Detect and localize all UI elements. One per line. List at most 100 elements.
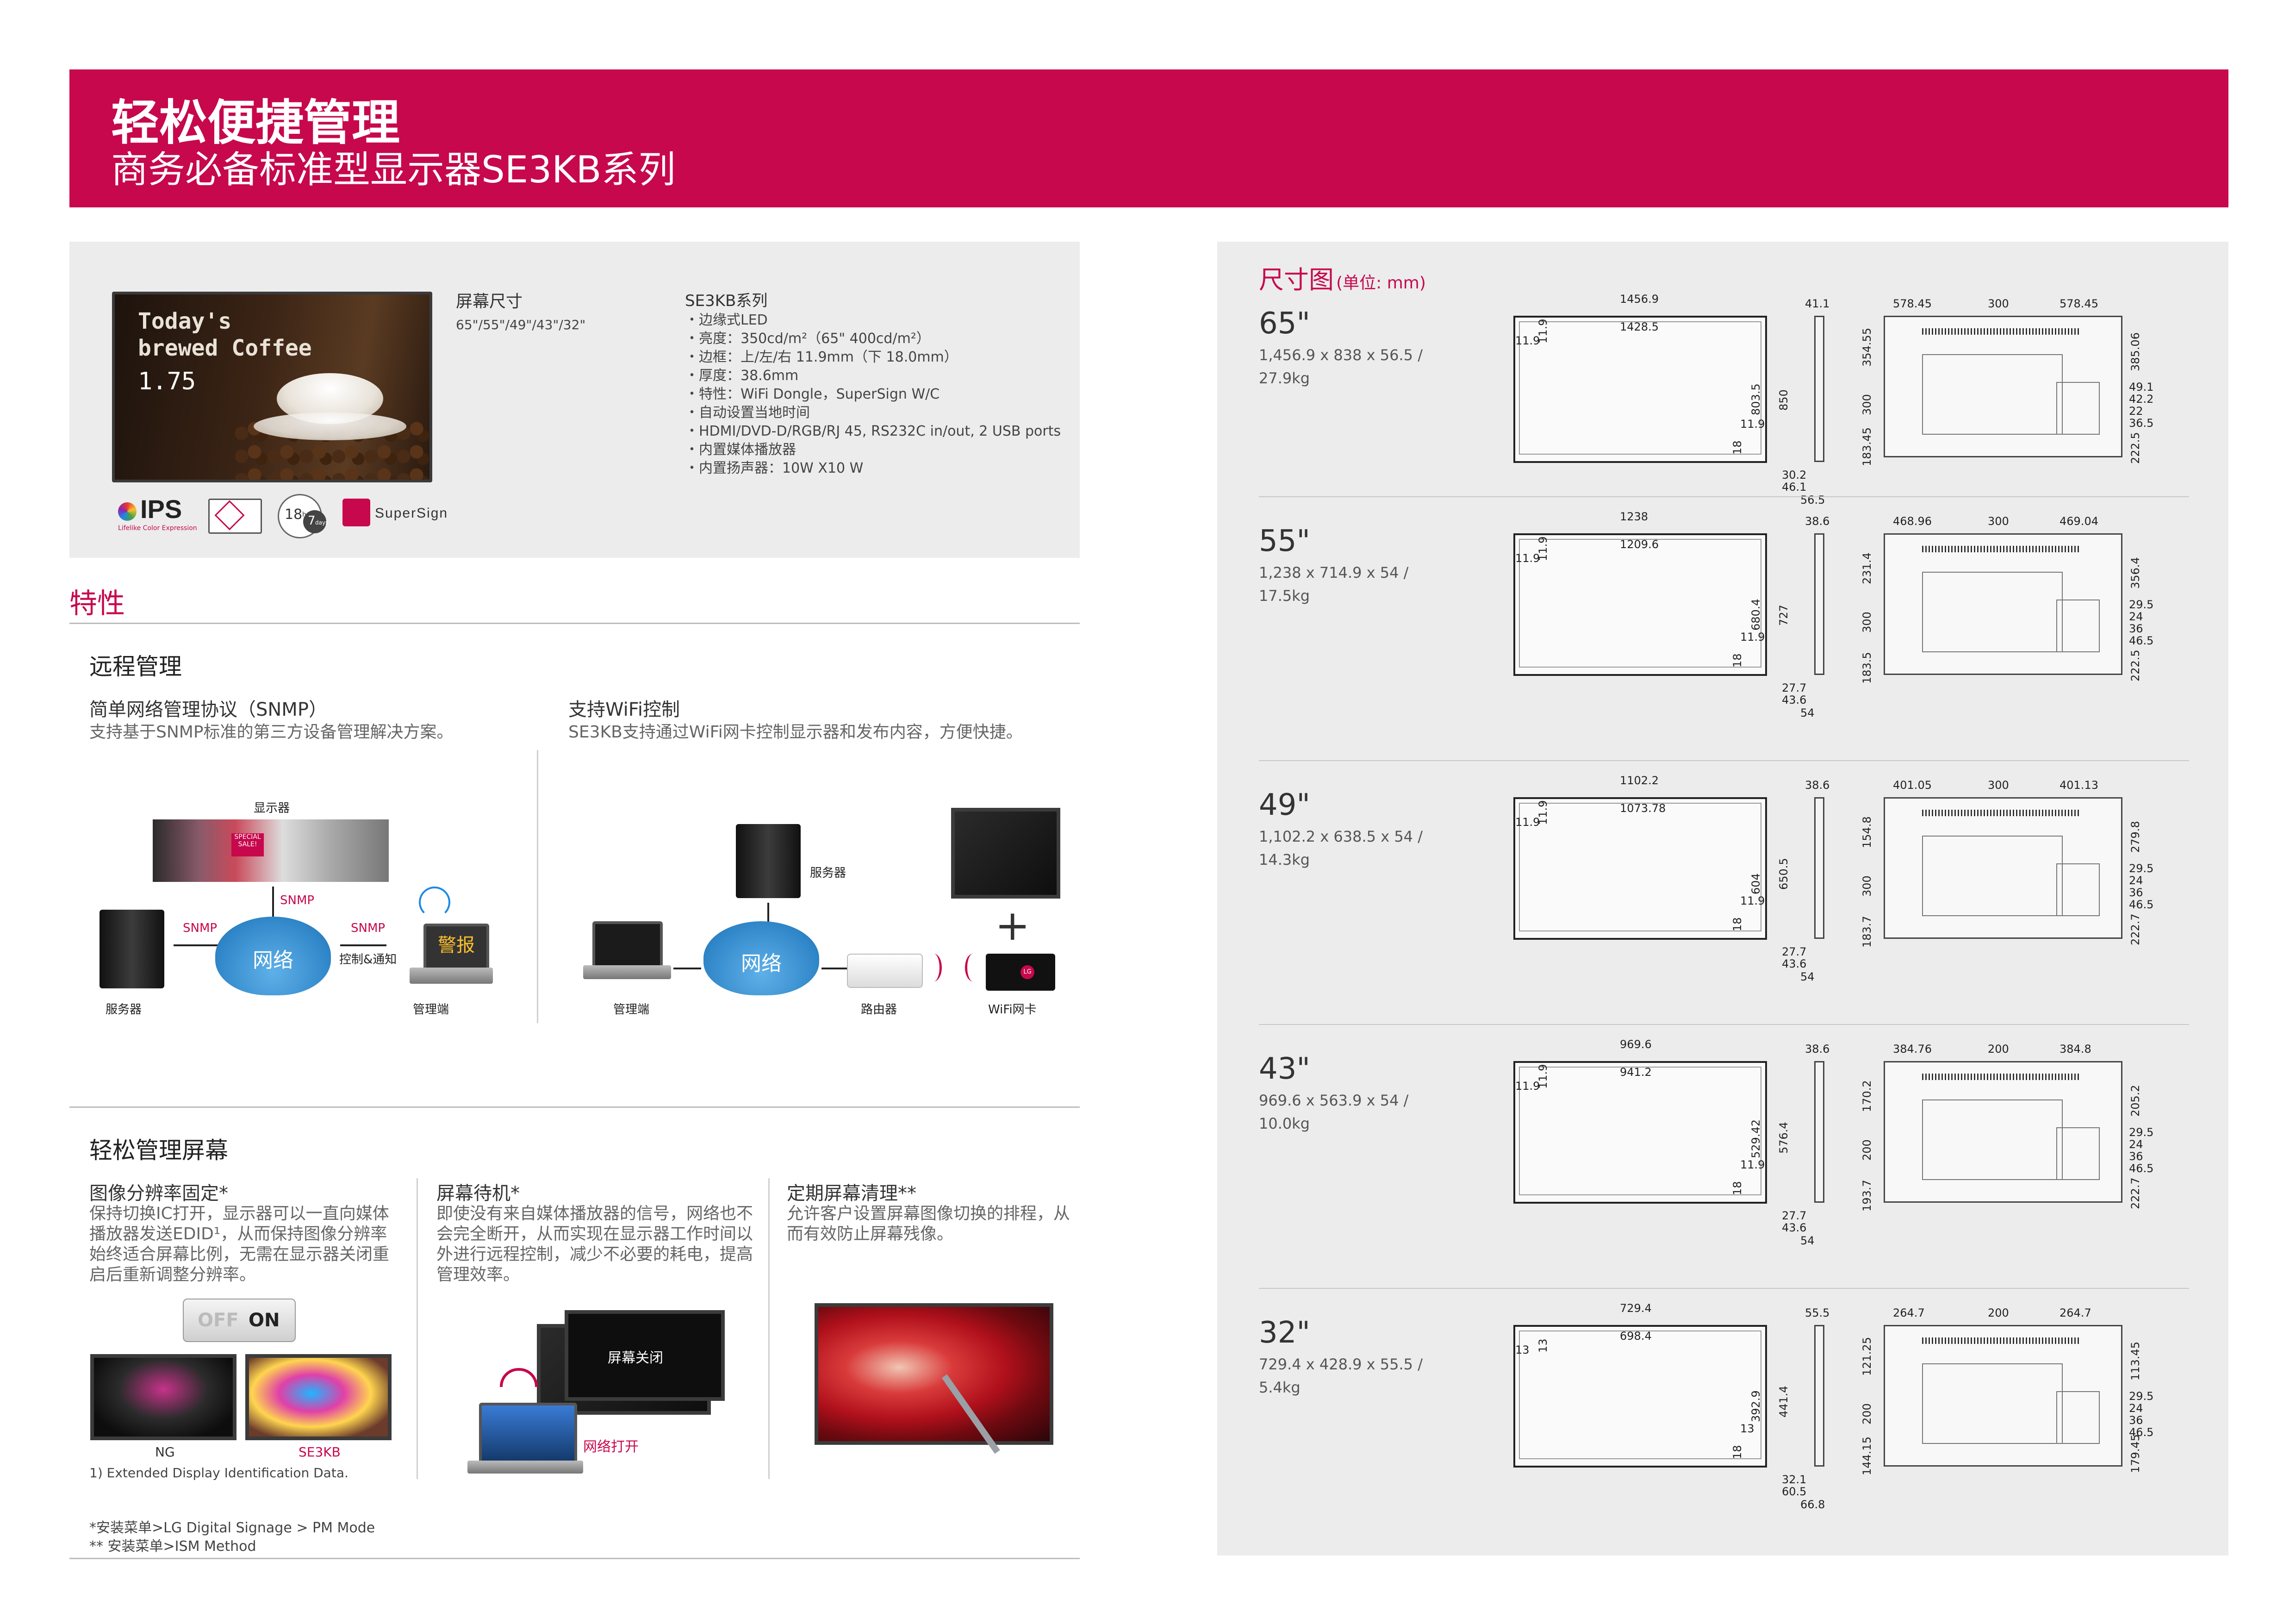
back-offset-5: 222.5 [2129, 432, 2142, 464]
size-weight: 17.5kg [1259, 587, 1310, 605]
front-view-drawing [1513, 316, 1767, 463]
side-depth-1: 27.7 [1782, 1209, 1807, 1222]
front-outer-height: 576.4 [1777, 1122, 1790, 1154]
model-row: 32" 729.4 x 428.9 x 55.5 / 5.4kg 729.4 6… [1217, 1297, 2228, 1556]
screen-clean-display-image [815, 1303, 1053, 1445]
lg-logo: LG [1020, 965, 1034, 979]
product-panel: Today's brewed Coffee 1.75 屏幕尺寸 65"/55"/… [69, 242, 1080, 558]
bezel-top: 11.9 [1537, 536, 1549, 561]
feature-item: ・内置媒体播放器 [685, 442, 796, 458]
screen-management-title: 轻松管理屏幕 [89, 1137, 228, 1164]
server-label: 服务器 [106, 1003, 142, 1017]
back-offset-1: 29.5 [2129, 1126, 2154, 1139]
wifi-signal-icon [500, 1368, 538, 1387]
back-height-right: 385.06 [2129, 332, 2142, 371]
network-cloud-icon: 网络 [703, 921, 819, 995]
back-vent-strip [1922, 546, 2079, 552]
display-monitor-icon [951, 808, 1060, 899]
size-spec: 969.6 x 563.9 x 54 / [1259, 1092, 1409, 1109]
display-wall-image: SPECIAL SALE! [153, 819, 389, 882]
back-height-mid: 300 [1860, 612, 1873, 633]
switch-toggle-icon: OFF ON [183, 1299, 296, 1342]
back-offset-4: 46.5 [2129, 898, 2154, 911]
bezel-top: 11.9 [1537, 800, 1549, 825]
side-view-drawing [1814, 316, 1824, 462]
up-down-arrow-icon [272, 887, 274, 924]
alert-text: 警报 [438, 935, 475, 956]
size-label: 49" [1259, 788, 1310, 822]
front-inner-height: 604 [1749, 873, 1762, 894]
column-divider [537, 750, 538, 1023]
column-divider [417, 1178, 418, 1479]
back-offset-5: 179.45 [2129, 1434, 2142, 1473]
io-panel-box [2056, 382, 2100, 435]
admin-laptop-screen: 警报 [423, 924, 489, 971]
back-offset-2: 24 [2129, 1138, 2143, 1151]
side-top-depth: 55.5 [1805, 1306, 1830, 1319]
snmp-label-right: SNMP [351, 921, 386, 935]
screen-size-label: 屏幕尺寸 [456, 292, 523, 311]
header-banner: 轻松便捷管理 商务必备标准型显示器SE3KB系列 [69, 69, 2228, 207]
back-height-bottom: 183.45 [1860, 427, 1873, 466]
switch-off-label: OFF [198, 1310, 239, 1331]
screen-sizes: 65"/55"/49"/43"/32" [456, 317, 586, 332]
screen-off-label: 屏幕关闭 [608, 1350, 663, 1366]
tv-text-line1: Today's [138, 308, 232, 334]
size-label: 55" [1259, 524, 1310, 558]
side-depth-3: 54 [1800, 1234, 1815, 1247]
front-width: 729.4 [1620, 1302, 1652, 1315]
feature-item: ・边框：上/左/右 11.9mm（下 18.0mm） [685, 349, 958, 365]
bezel-top: 13 [1537, 1338, 1549, 1353]
front-inner-height: 529.42 [1749, 1119, 1762, 1158]
back-height-mid: 200 [1860, 1403, 1873, 1424]
model-row: 49" 1,102.2 x 638.5 x 54 / 14.3kg 1102.2… [1217, 769, 2228, 1029]
feature-item: ・自动设置当地时间 [685, 405, 810, 421]
size-label: 65" [1259, 306, 1310, 341]
back-view-drawing [1884, 316, 2122, 457]
back-height-right: 279.8 [2129, 821, 2142, 853]
back-offset-4: 36.5 [2129, 417, 2154, 430]
wifi-description: SE3KB支持通过WiFi网卡控制显示器和发布内容，方便快捷。 [568, 723, 1023, 742]
back-offset-1: 29.5 [2129, 1390, 2154, 1403]
column-divider [768, 1178, 770, 1479]
vesa-mount-box [1922, 354, 2063, 435]
ips-text: IPS [140, 494, 182, 524]
back-height-mid: 200 [1860, 1139, 1873, 1161]
dimension-heading: 尺寸图 (单位: mm) [1259, 259, 1426, 296]
series-label: SE3KB系列 [685, 292, 768, 310]
days-badge-icon: 7 days [303, 510, 328, 533]
front-width: 1456.9 [1620, 293, 1659, 306]
resolution-description: 保持切换IC打开，显示器可以一直向媒体播放器发送EDID¹，从而保持图像分辨率始… [89, 1204, 390, 1284]
front-inner-width: 1073.78 [1620, 802, 1666, 815]
left-right-arrow-icon [174, 944, 220, 946]
server-icon [736, 824, 801, 898]
side-depth-2: 43.6 [1782, 693, 1807, 706]
front-view-screen [1519, 1330, 1761, 1459]
features-section-title: 特性 [69, 587, 125, 620]
size-spec: 1,102.2 x 638.5 x 54 / [1259, 828, 1423, 845]
side-view-drawing [1814, 797, 1824, 939]
row-divider [1259, 760, 2189, 761]
back-height-right: 205.2 [2129, 1085, 2142, 1117]
standby-description: 即使没有来自媒体播放器的信号，网络也不会完全断开，从而实现在显示器工作时间以外进… [436, 1204, 753, 1284]
back-offset-3: 22 [2129, 405, 2143, 418]
back-width-right: 264.7 [2060, 1306, 2091, 1319]
side-depth-1: 27.7 [1782, 681, 1807, 694]
bezel-right: 11.9 [1740, 894, 1765, 907]
ips-color-icon [118, 502, 137, 521]
back-offset-2: 24 [2129, 1402, 2143, 1415]
back-view-drawing [1884, 1061, 2122, 1203]
feature-item: ・HDMI/DVD-D/RGB/RJ 45, RS232C in/out, 2 … [685, 423, 1061, 439]
back-width-right: 384.8 [2060, 1043, 2091, 1056]
dimension-title: 尺寸图 [1259, 265, 1334, 294]
switch-on-label: ON [249, 1310, 280, 1331]
front-inner-height: 680.4 [1749, 599, 1762, 631]
model-row: 55" 1,238 x 714.9 x 54 / 17.5kg 1238 120… [1217, 506, 2228, 765]
back-vent-strip [1922, 1337, 2079, 1344]
admin-label: 管理端 [413, 1003, 449, 1017]
back-offset-5: 222.5 [2129, 650, 2142, 681]
admin-label: 管理端 [613, 1003, 650, 1017]
snmp-label-left: SNMP [183, 921, 218, 935]
back-height-bottom: 183.7 [1860, 916, 1873, 948]
front-outer-height: 727 [1777, 605, 1790, 626]
